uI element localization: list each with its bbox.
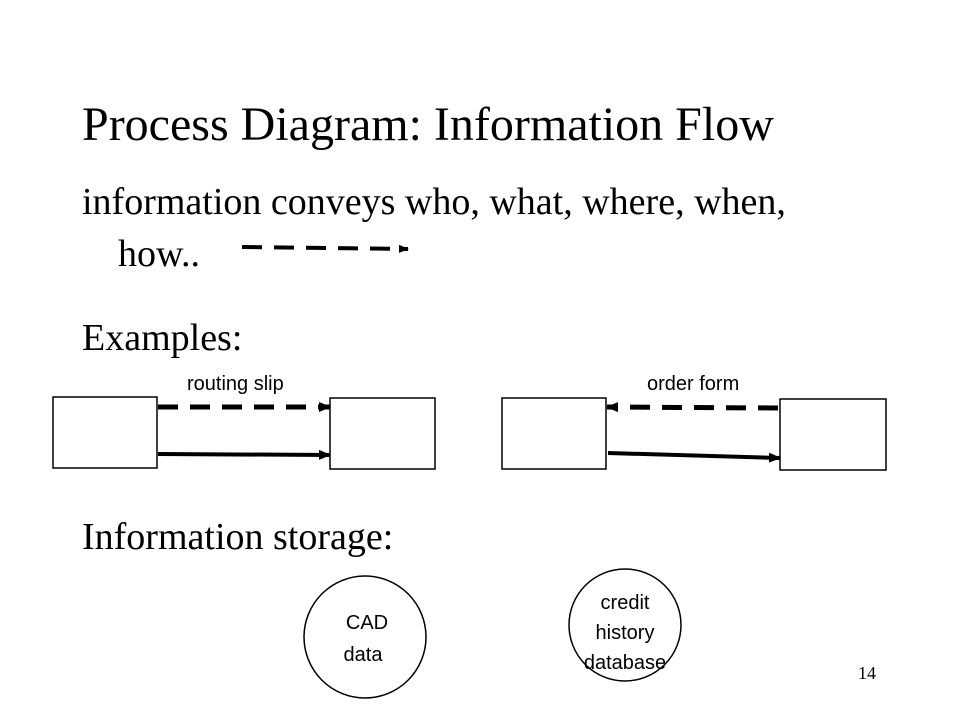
material-flow-arrow bbox=[607, 451, 781, 463]
process-box bbox=[329, 397, 436, 470]
material-flow-arrow bbox=[157, 449, 331, 460]
slide-title: Process Diagram: Information Flow bbox=[82, 98, 774, 151]
slide-number: 14 bbox=[858, 663, 876, 683]
examples-heading: Examples: bbox=[82, 317, 243, 359]
information-flow-legend-arrow bbox=[241, 244, 409, 253]
process-box bbox=[779, 398, 887, 471]
credit-label-line-1: credit bbox=[601, 592, 650, 614]
storage-heading: Information storage: bbox=[82, 516, 394, 558]
storage-circle-credit-history bbox=[568, 568, 682, 682]
routing-slip-label: routing slip bbox=[187, 373, 284, 395]
process-box bbox=[52, 396, 158, 469]
cad-label-line-2: data bbox=[344, 644, 384, 666]
cad-label-line-1: CAD bbox=[346, 612, 388, 634]
storage-circle-cad bbox=[303, 575, 427, 699]
description-line-2: how.. bbox=[118, 233, 200, 275]
information-flow-arrow bbox=[606, 402, 779, 413]
credit-label-line-2: history bbox=[596, 622, 655, 644]
order-form-label: order form bbox=[647, 373, 739, 395]
process-box bbox=[501, 397, 607, 470]
description-line-1: information conveys who, what, where, wh… bbox=[82, 181, 786, 223]
credit-label-line-3: database bbox=[584, 652, 666, 674]
